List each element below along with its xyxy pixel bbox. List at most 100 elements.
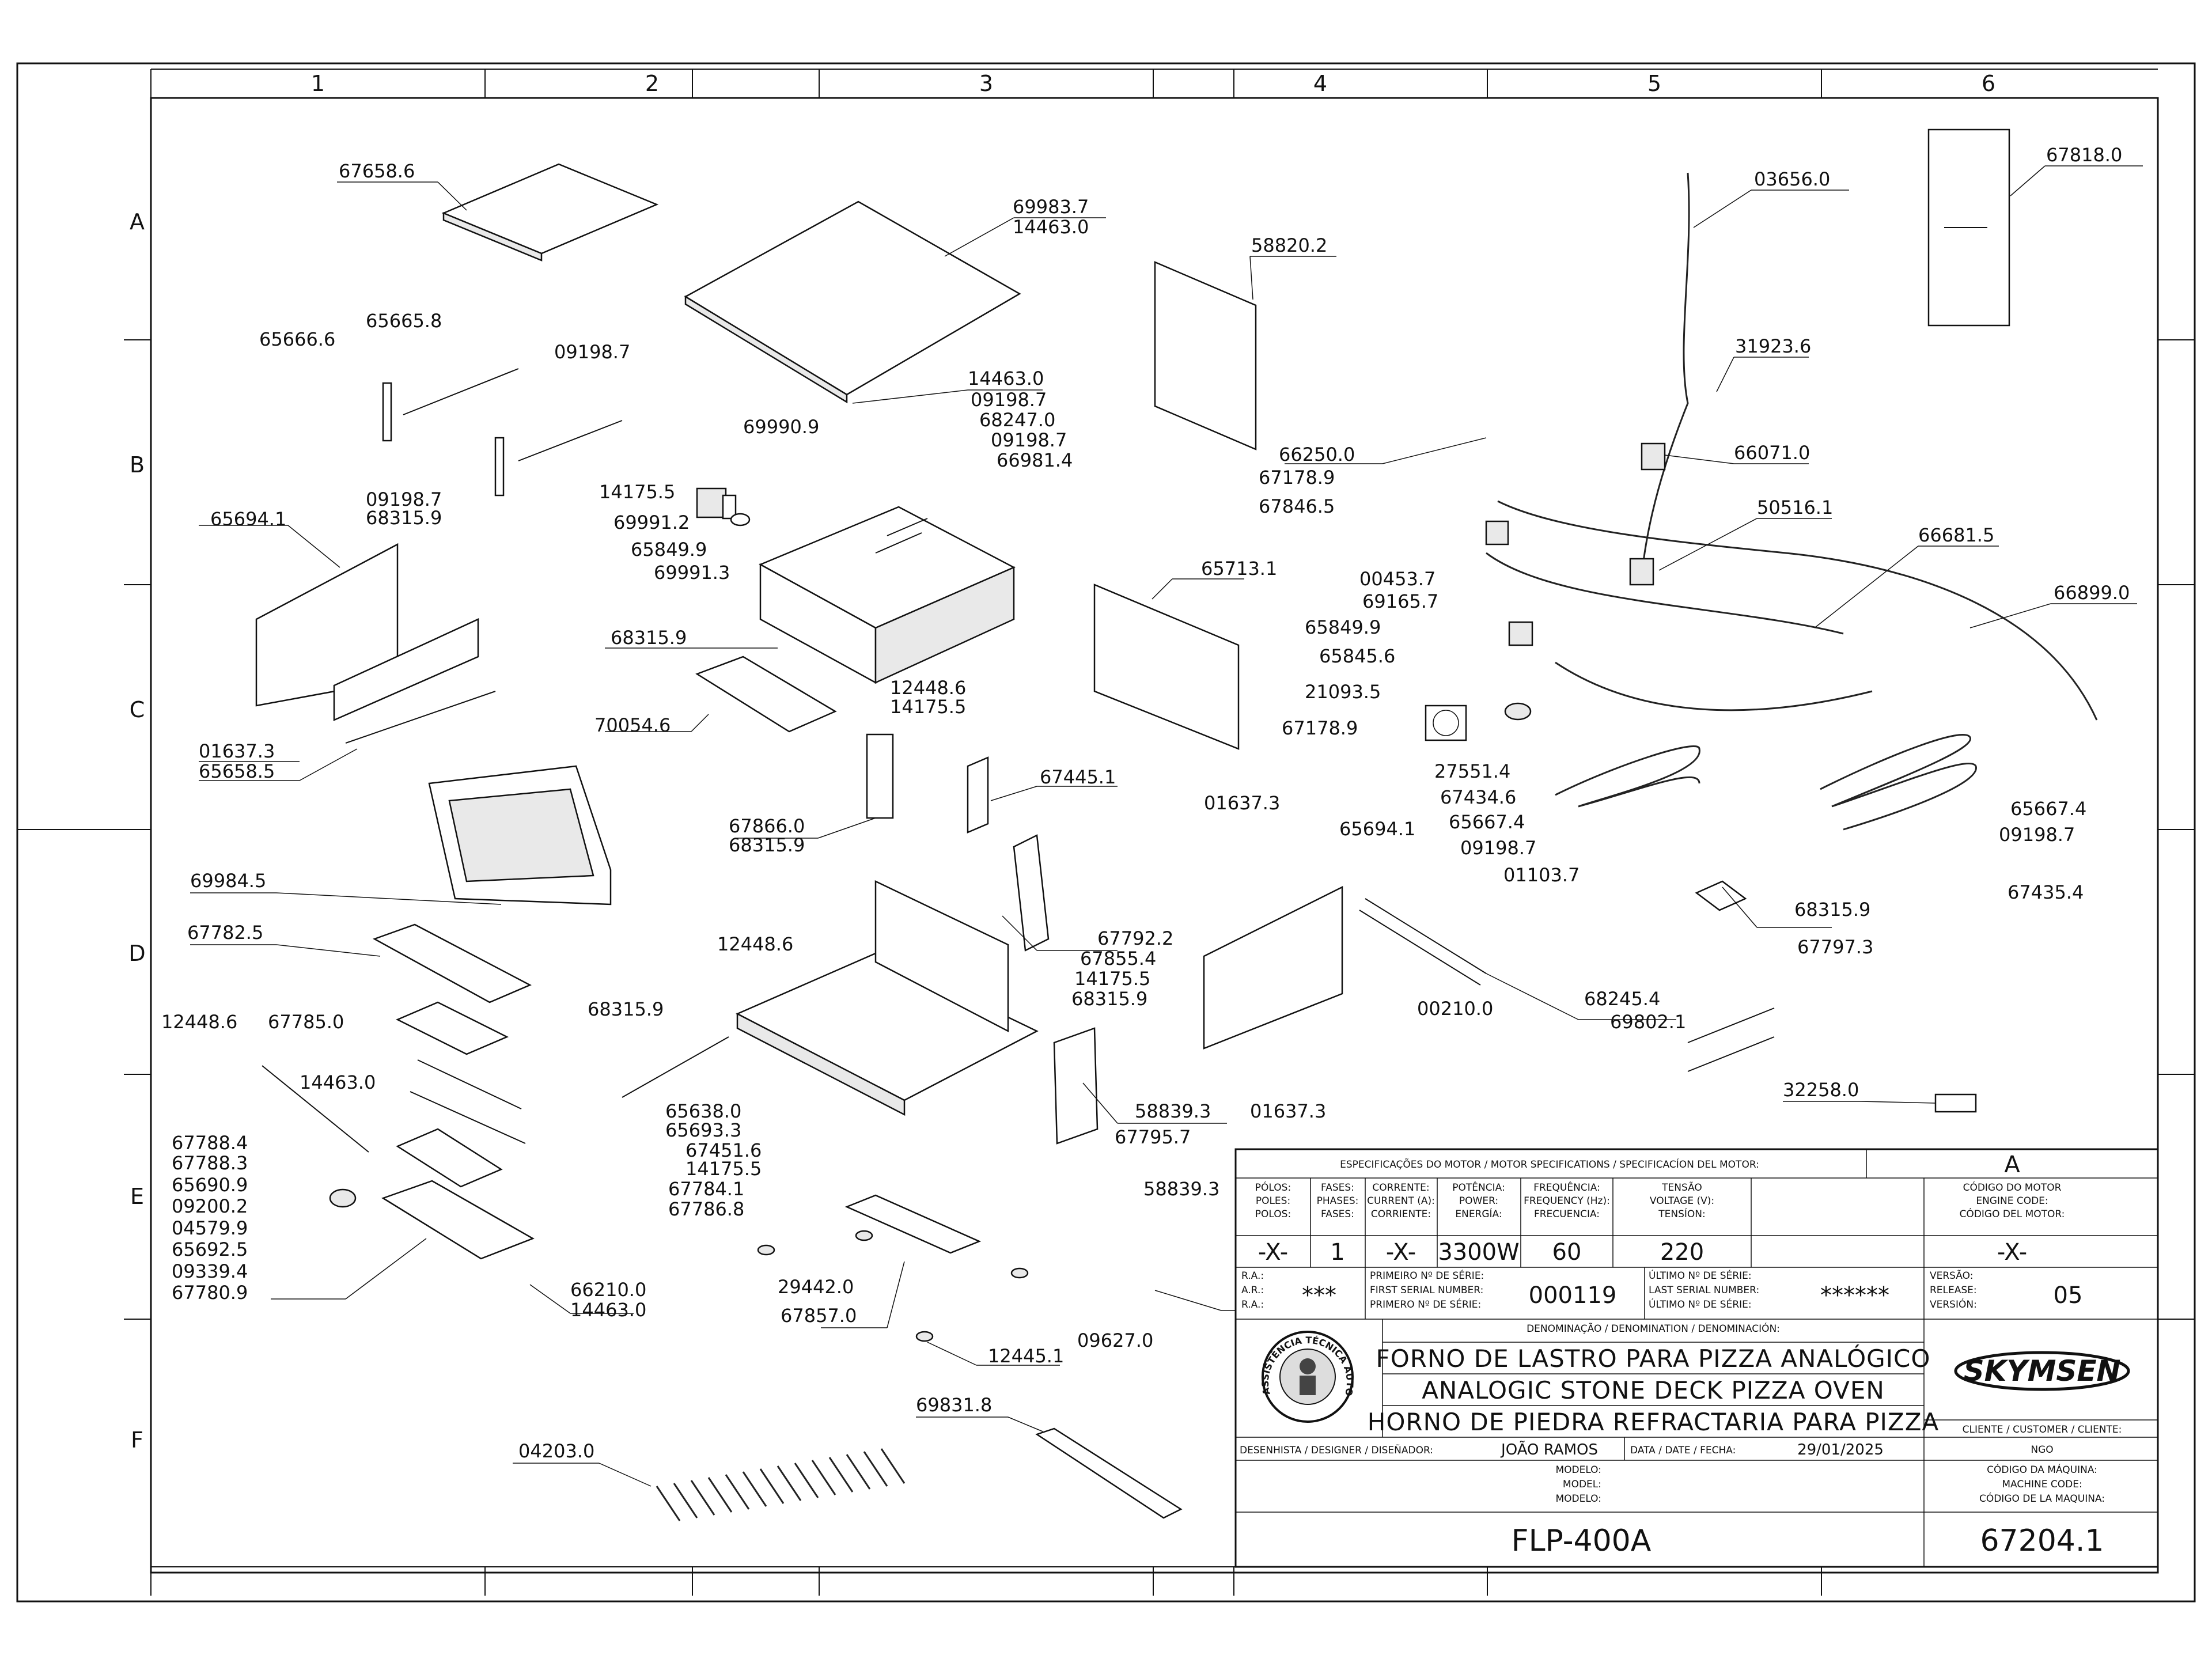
part-label: 65845.6 — [1319, 645, 1395, 667]
part-label: 00453.7 — [1359, 568, 1435, 590]
customer-label: CLIENTE / CUSTOMER / CLIENTE: — [1963, 1424, 2122, 1435]
part-label: 01637.3 — [199, 740, 275, 762]
part-label: 58839.3 — [1143, 1178, 1219, 1200]
zone-col-1: 1 — [311, 71, 325, 96]
voltage-label-en: VOLTAGE (V): — [1650, 1195, 1714, 1207]
poles-value: -X- — [1258, 1239, 1288, 1266]
leader-lines — [190, 165, 2143, 1487]
part-label: 32258.0 — [1783, 1079, 1859, 1101]
part-label: 67797.3 — [1797, 936, 1873, 958]
part-label: 67782.5 — [187, 922, 263, 944]
zone-column-labels: 1 2 3 4 5 6 — [311, 71, 1995, 96]
part-label: 69990.9 — [743, 416, 819, 438]
part-label: 66071.0 — [1734, 442, 1810, 464]
last-serial-label-3: ÚLTIMO Nº DE SÉRIE: — [1649, 1298, 1752, 1310]
part-label: 67818.0 — [2046, 144, 2122, 166]
part-label: 09198.7 — [971, 389, 1047, 411]
part-graphics — [255, 128, 2098, 1521]
version-label-3: VERSIÓN: — [1930, 1298, 1977, 1310]
wiring-harness — [1486, 172, 2098, 721]
zone-row-a: A — [130, 209, 145, 234]
machine-code-label-1: CÓDIGO DA MÁQUINA: — [1987, 1463, 2097, 1476]
part-label: 12445.1 — [988, 1345, 1064, 1367]
engine-code-label-en: ENGINE CODE: — [1976, 1195, 2048, 1207]
part-label: 66899.0 — [2054, 582, 2130, 604]
part-label: 67788.4 — [172, 1132, 248, 1154]
part-label: 01103.7 — [1503, 864, 1580, 886]
first-serial-value: 000119 — [1529, 1282, 1617, 1309]
zone-row-d: D — [128, 941, 145, 966]
part-label: 09198.7 — [991, 429, 1067, 451]
ra-label-2: A.R.: — [1241, 1285, 1264, 1296]
part-label: 09198.7 — [1460, 837, 1536, 859]
poles-label-es: POLOS: — [1255, 1209, 1291, 1220]
wire-bundle — [656, 1448, 906, 1521]
part-label: 65667.4 — [2010, 798, 2086, 820]
part-label: 67178.9 — [1282, 717, 1358, 739]
part-label: 69991.3 — [654, 562, 730, 584]
part-label: 69831.8 — [916, 1394, 992, 1416]
part-label: 67435.4 — [2008, 881, 2084, 903]
stone-plate-top — [441, 163, 659, 255]
phases-label-en: PHASES: — [1317, 1195, 1359, 1207]
part-label: 67445.1 — [1040, 766, 1116, 788]
zone-col-5: 5 — [1647, 71, 1661, 96]
part-label: 67792.2 — [1097, 927, 1173, 949]
part-label: 14463.0 — [968, 368, 1044, 389]
machine-code-label-3: CÓDIGO DE LA MAQUINA: — [1979, 1492, 2105, 1505]
part-label: 68315.9 — [366, 507, 442, 529]
first-serial-label-2: FIRST SERIAL NUMBER: — [1370, 1285, 1483, 1296]
zone-row-f: F — [131, 1427, 143, 1453]
part-label: 69984.5 — [190, 870, 266, 892]
part-label: 65690.9 — [172, 1174, 248, 1196]
part-label: 29442.0 — [778, 1276, 854, 1298]
part-label: 68247.0 — [979, 409, 1055, 431]
part-label: 67866.0 — [729, 815, 805, 837]
part-label: 70054.6 — [594, 714, 671, 736]
version-value: 05 — [2054, 1282, 2083, 1309]
part-number-labels: 67658.6 69983.7 14463.0 58820.2 03656.0 … — [161, 144, 2130, 1462]
frequency-label-es: FRECUENCIA: — [1534, 1209, 1600, 1220]
part-label: 14175.5 — [599, 481, 675, 503]
part-label: 12448.6 — [161, 1011, 237, 1033]
part-label: 09339.4 — [172, 1260, 248, 1282]
model-value: FLP-400A — [1512, 1524, 1652, 1558]
part-label: 14463.0 — [570, 1299, 646, 1321]
part-label: 65658.5 — [199, 760, 275, 782]
part-label: 67784.1 — [668, 1178, 744, 1200]
part-label: 14463.0 — [1013, 216, 1089, 238]
part-label: 69165.7 — [1362, 590, 1438, 612]
zone-row-c: C — [130, 697, 145, 722]
part-label: 27551.4 — [1434, 760, 1510, 782]
motor-spec-header: ESPECIFICAÇÕES DO MOTOR / MOTOR SPECIFIC… — [1340, 1158, 1759, 1171]
part-label: 65713.1 — [1201, 558, 1277, 579]
part-label: 65692.5 — [172, 1238, 248, 1260]
version-label-2: RELEASE: — [1930, 1285, 1977, 1296]
power-label-es: ENERGÍA: — [1455, 1207, 1502, 1220]
part-label: 09200.2 — [172, 1195, 248, 1217]
part-label: 69983.7 — [1013, 196, 1089, 218]
frequency-label-pt: FREQUÊNCIA: — [1533, 1181, 1600, 1194]
part-label: 68245.4 — [1584, 988, 1660, 1010]
part-label: 68315.9 — [1794, 899, 1870, 921]
part-label: 14175.5 — [685, 1158, 762, 1180]
side-panel — [1154, 261, 1257, 450]
date-label: DATA / DATE / FECHA: — [1630, 1445, 1736, 1456]
current-label-es: CORRIENTE: — [1371, 1209, 1431, 1220]
model-label-2: MODEL: — [1563, 1479, 1601, 1490]
part-label: 67658.6 — [339, 160, 415, 182]
part-label: 67434.6 — [1440, 786, 1516, 808]
designer-label: DESENHISTA / DESIGNER / DISEÑADOR: — [1240, 1444, 1433, 1456]
current-label-en: CURRENT (A): — [1367, 1195, 1435, 1207]
voltage-label-pt: TENSÃO — [1661, 1181, 1702, 1194]
zone-col-4: 4 — [1313, 71, 1327, 96]
zone-col-3: 3 — [979, 71, 993, 96]
zone-col-6: 6 — [1982, 71, 1995, 96]
part-label: 31923.6 — [1735, 335, 1811, 357]
part-label: 09198.7 — [1999, 824, 2075, 846]
part-label: 68315.9 — [1071, 988, 1147, 1010]
voltage-label-es: TENSÍON: — [1658, 1207, 1705, 1220]
part-label: 65667.4 — [1449, 811, 1525, 833]
zone-row-e: E — [130, 1184, 144, 1209]
